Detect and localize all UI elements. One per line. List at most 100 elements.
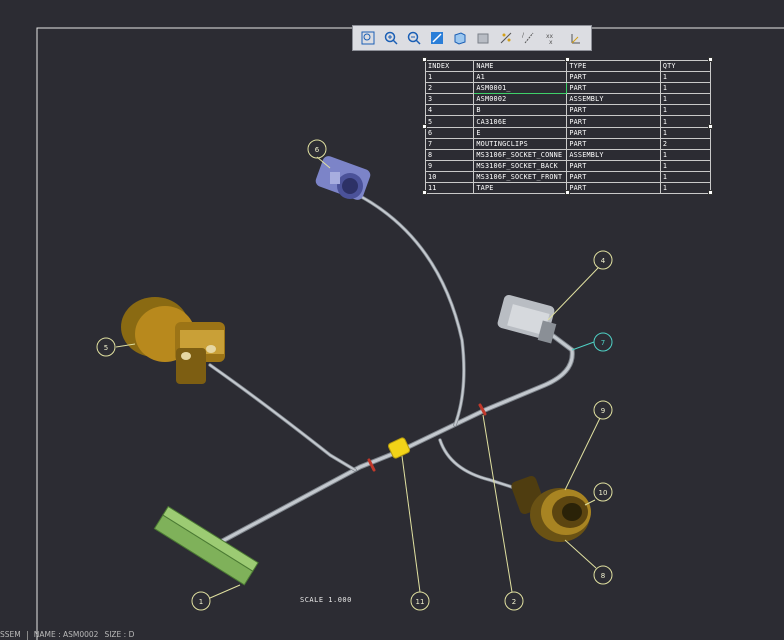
balloon-11[interactable]: 11: [410, 591, 430, 611]
header-type: TYPE: [566, 59, 661, 73]
zoom-out-icon[interactable]: [403, 27, 425, 49]
refit-icon[interactable]: [426, 27, 448, 49]
cell-name: CA3106E: [473, 115, 568, 128]
selection-handle-top-mid[interactable]: [565, 57, 570, 62]
cell-index: 4: [424, 104, 475, 117]
header-name: NAME: [473, 59, 568, 73]
svg-text:x: x: [549, 39, 553, 45]
selection-handle-top-right[interactable]: [708, 57, 713, 62]
cell-type: ASSEMBLY: [566, 93, 661, 106]
cell-qty: 2: [659, 137, 712, 150]
svg-text:4: 4: [601, 257, 606, 265]
zoom-window-icon[interactable]: [357, 27, 379, 49]
cell-type: PART: [566, 82, 661, 95]
status-size: SIZE : D: [104, 630, 135, 639]
cell-index: 8: [424, 148, 475, 161]
cell-index: 6: [424, 126, 475, 139]
header-qty: QTY: [659, 59, 712, 73]
svg-text:9: 9: [601, 407, 605, 415]
cell-index: 7: [424, 137, 475, 150]
balloon-4[interactable]: 4: [593, 250, 613, 270]
selection-handle-mid-right[interactable]: [708, 124, 713, 129]
datum-display-icon[interactable]: [495, 27, 517, 49]
cell-name: MOUTINGCLIPS: [473, 137, 568, 150]
balloon-8[interactable]: 8: [593, 565, 613, 585]
cell-qty: 1: [659, 82, 712, 95]
cell-type: PART: [566, 71, 661, 84]
cell-type: PART: [566, 126, 661, 139]
scale-label: SCALE 1.000: [300, 596, 352, 604]
brass-connector-5[interactable]: [121, 297, 225, 384]
selection-handle-bottom-right[interactable]: [708, 190, 713, 195]
selection-handle-mid-left[interactable]: [422, 124, 427, 129]
axis-display-icon[interactable]: /: [518, 27, 540, 49]
view-orientation-icon[interactable]: [449, 27, 471, 49]
cell-type: PART: [566, 170, 661, 184]
cell-type: PART: [566, 159, 661, 172]
balloon-7[interactable]: 7: [593, 332, 613, 352]
cell-name: TAPE: [473, 182, 568, 195]
svg-text:2: 2: [512, 598, 516, 606]
balloon-10[interactable]: 10: [593, 482, 613, 502]
cell-qty: 1: [659, 182, 712, 195]
tape-component[interactable]: [387, 437, 411, 459]
header-index: INDEX: [424, 59, 475, 73]
harness-cables[interactable]: [208, 194, 575, 548]
cell-name: A1: [473, 71, 568, 84]
svg-text:7: 7: [601, 339, 605, 347]
cell-qty: 1: [659, 170, 712, 184]
selection-handle-bottom-mid[interactable]: [565, 190, 570, 195]
brass-socket-connector-8[interactable]: [510, 475, 591, 542]
cell-index: 2: [424, 82, 475, 95]
balloon-5[interactable]: 5: [96, 337, 116, 357]
cell-name: B: [473, 104, 568, 117]
cell-qty: 1: [659, 115, 712, 128]
cell-index: 10: [424, 170, 475, 184]
balloon-6[interactable]: 6: [307, 139, 327, 159]
selection-handle-bottom-left[interactable]: [422, 190, 427, 195]
csys-display-icon[interactable]: [564, 27, 586, 49]
balloon-1[interactable]: 1: [191, 591, 211, 611]
cell-name-selected[interactable]: ASM0001_: [473, 82, 568, 95]
balloon-2[interactable]: 2: [504, 591, 524, 611]
cell-qty: 1: [659, 93, 712, 106]
cell-index: 11: [424, 182, 475, 195]
selection-handle-top-left[interactable]: [422, 57, 427, 62]
cell-qty: 1: [659, 148, 712, 161]
cell-name: ASM0002: [473, 93, 568, 106]
balloon-9[interactable]: 9: [593, 400, 613, 420]
cell-name: E: [473, 126, 568, 139]
cell-index: 9: [424, 159, 475, 172]
status-assem: SSEM: [0, 630, 21, 639]
cell-name: MS3106F_SOCKET_FRONT: [473, 170, 568, 184]
cell-qty: 1: [659, 126, 712, 139]
svg-text:5: 5: [104, 344, 108, 352]
zoom-in-icon[interactable]: [380, 27, 402, 49]
svg-text:8: 8: [601, 572, 605, 580]
grey-connector-4[interactable]: [496, 294, 557, 344]
terminal-block-component[interactable]: [153, 505, 259, 586]
status-separator: [26, 630, 28, 640]
saved-views-icon[interactable]: [472, 27, 494, 49]
cell-qty: 1: [659, 104, 712, 117]
cell-type: PART: [566, 104, 661, 117]
svg-text:xx: xx: [546, 33, 554, 40]
cell-name: MS3106F_SOCKET_BACK: [473, 159, 568, 172]
cell-index: 5: [424, 115, 475, 128]
